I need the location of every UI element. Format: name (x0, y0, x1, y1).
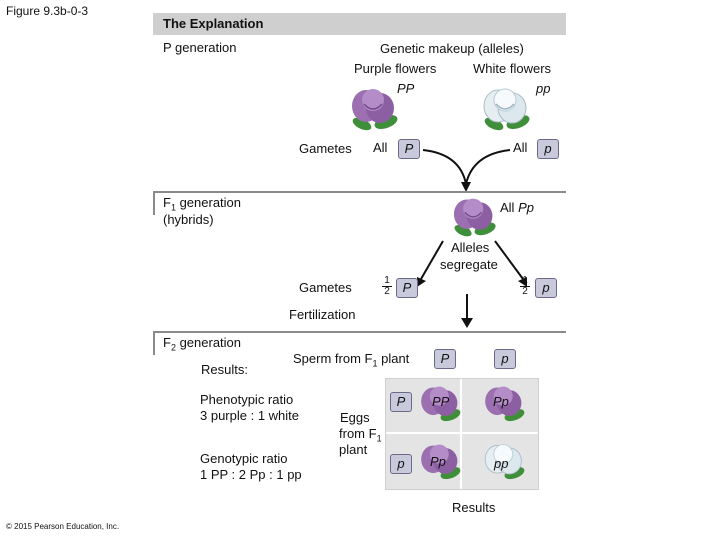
punnett-cell-Pp-flower-icon (485, 386, 525, 422)
eggs-label-line1: Eggs (340, 410, 370, 425)
f1-generation-label: F1 generation (163, 195, 242, 213)
punnett-cell-genotype: Pp (430, 454, 446, 469)
f1-all-genotype: All Pp (500, 200, 534, 215)
divider-f1-f2-vertical (153, 331, 155, 355)
copyright-notice: © 2015 Pearson Education, Inc. (6, 522, 120, 531)
punnett-cell-genotype: Pp (493, 394, 509, 409)
white-flowers-label: White flowers (473, 61, 552, 76)
purple-flowers-label: Purple flowers (354, 61, 437, 76)
genotypic-ratio-title: Genotypic ratio (200, 451, 288, 466)
purple-genotype: PP (397, 81, 415, 96)
p-gamete-all-white: All (513, 140, 528, 155)
purple-flower-icon (352, 89, 398, 131)
allele-box-P-f1: P (396, 278, 418, 298)
p-generation-label: P generation (163, 40, 237, 55)
phenotypic-ratio-value: 3 purple : 1 white (200, 408, 300, 423)
genetic-makeup-label: Genetic makeup (alleles) (380, 41, 524, 56)
p-gametes-label: Gametes (299, 141, 352, 156)
punnett-cell-genotype: PP (432, 394, 450, 409)
punnett-cell-pp-flower-icon (484, 444, 525, 480)
p-gamete-all-purple: All (373, 140, 388, 155)
figure-label: Figure 9.3b-0-3 (6, 4, 89, 18)
punnett-horizontal-divider (386, 431, 538, 434)
allele-box-P: P (398, 139, 420, 159)
divider-p-f1 (153, 191, 566, 193)
white-flower-icon (483, 88, 530, 131)
cross-arrow-icon (422, 149, 511, 192)
punnett-cell-Pp-flower-icon (421, 444, 461, 480)
f2-generation-label: F2 generation (163, 335, 242, 353)
eggs-label-line2: from F1 (339, 426, 382, 444)
allele-box-p-f1: p (535, 278, 557, 298)
f1-hybrids-label: (hybrids) (163, 212, 214, 227)
egg-allele-P: P (390, 392, 412, 412)
results-label: Results: (201, 362, 248, 377)
header-title: The Explanation (163, 16, 264, 31)
f1-gametes-label: Gametes (299, 280, 352, 295)
fertilization-arrow-icon (461, 294, 473, 328)
sperm-allele-p: p (494, 349, 516, 369)
punnett-vertical-divider (460, 379, 463, 489)
eggs-label-line3: plant (339, 442, 368, 457)
punnett-cell-genotype: pp (494, 456, 509, 471)
alleles-segregate-line2: segregate (440, 257, 498, 272)
allele-box-p: p (537, 139, 559, 159)
sperm-label: Sperm from F1 plant (293, 351, 410, 369)
header-bar (153, 13, 566, 35)
divider-p-f1-vertical (153, 191, 155, 215)
alleles-segregate-line1: Alleles (451, 240, 490, 255)
sperm-allele-P: P (434, 349, 456, 369)
fertilization-label: Fertilization (289, 307, 356, 322)
white-genotype: pp (536, 81, 551, 96)
f1-purple-flower-icon (453, 198, 496, 237)
results-caption: Results (452, 500, 496, 515)
phenotypic-ratio-title: Phenotypic ratio (200, 392, 294, 407)
punnett-cell-PP-flower-icon (421, 386, 461, 422)
genotypic-ratio-value: 1 PP : 2 Pp : 1 pp (200, 467, 302, 482)
egg-allele-p: p (390, 454, 412, 474)
divider-f1-f2 (153, 331, 566, 333)
segregate-arrows-icon (417, 240, 527, 287)
